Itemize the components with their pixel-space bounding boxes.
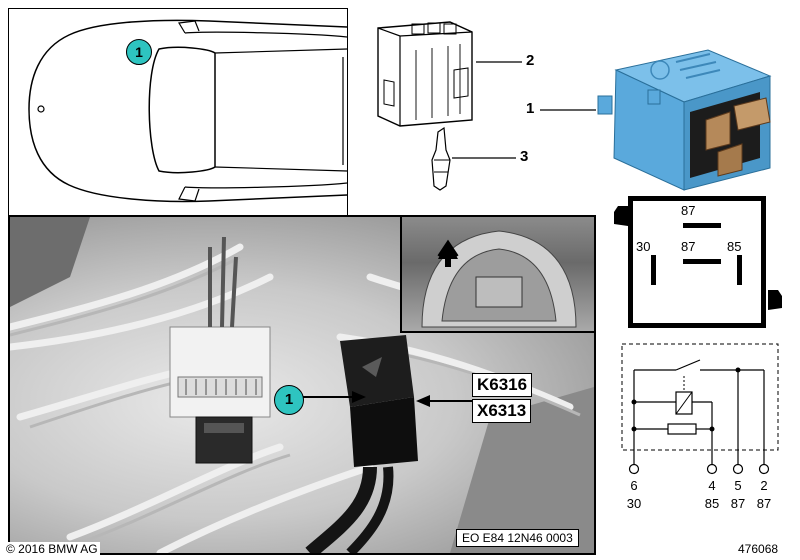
relay-leader-line (540, 109, 596, 111)
photo-location-marker-badge: 1 (274, 385, 304, 415)
pin-number-6: 6 (630, 478, 638, 493)
pin-number-4: 4 (708, 478, 716, 493)
pin-label-87-top: 87 (681, 203, 696, 218)
relay-pin-face: 87 30 87 85 (628, 196, 766, 328)
relay-face-tabs (614, 206, 782, 310)
relay-drawing (597, 49, 772, 191)
pin-87-mid (683, 259, 721, 264)
pin-term-85: 85 (704, 496, 720, 511)
pin-87-top (683, 223, 721, 228)
connector-drawing (377, 21, 522, 191)
schematic-terminals (628, 463, 770, 475)
pin-number-2: 2 (760, 478, 768, 493)
pin-number-5: 5 (734, 478, 742, 493)
callout-2-connector: 2 (526, 52, 535, 69)
callout-1-relay: 1 (526, 100, 535, 117)
photo-reference-label: EO E84 12N46 0003 (456, 529, 579, 547)
component-code-x: X6313 (472, 399, 532, 423)
component-code-k: K6316 (472, 373, 533, 397)
pin-label-30: 30 (636, 239, 651, 254)
relay-schematic (621, 343, 779, 464)
pin-30 (651, 255, 656, 285)
pin-label-87-mid: 87 (681, 239, 696, 254)
copyright-text: © 2016 BMW AG (4, 542, 100, 556)
car-location-panel: 1 (8, 8, 348, 216)
image-number: 476068 (738, 542, 779, 556)
location-marker-badge: 1 (126, 39, 152, 65)
pin-term-30: 30 (626, 496, 642, 511)
pin-term-87-b: 87 (756, 496, 772, 511)
pin-85 (737, 255, 742, 285)
installation-photo: 1 K6316 X6313 EO E84 12N46 0003 (8, 215, 596, 555)
car-outline (28, 19, 348, 203)
callout-3-terminal: 3 (520, 148, 529, 165)
pin-label-85: 85 (727, 239, 742, 254)
inset-photo (400, 217, 594, 333)
pin-term-87-a: 87 (730, 496, 746, 511)
